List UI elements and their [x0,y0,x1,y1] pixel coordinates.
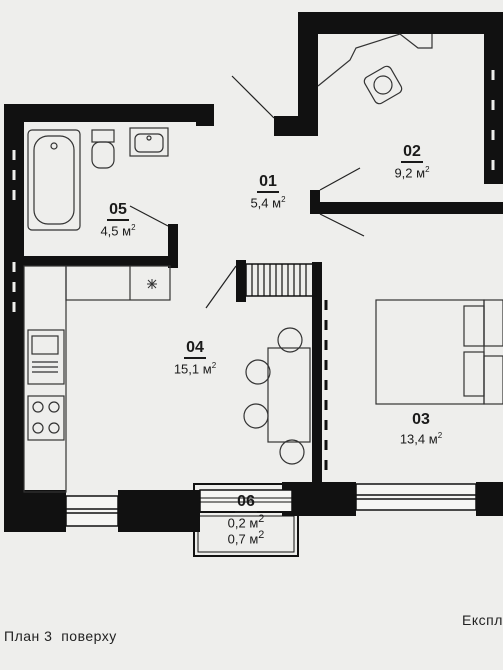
room-area: 9,2 м2 [394,165,430,181]
top-wall-room-02 [298,12,503,34]
room-area: 4,5 м2 [100,223,136,239]
nightstand [483,299,503,347]
room-number: 05 [107,202,129,221]
bathroom-right-wall [168,224,178,268]
chair [243,403,269,429]
door-02 [319,167,361,191]
walls [4,12,503,532]
explication-caption: Експл [462,612,503,628]
chair [279,439,305,465]
left-outer-wall [4,104,24,532]
top-wall-left [4,104,214,122]
sink [129,127,169,157]
room-area: 5,4 м2 [250,195,286,211]
ventilation-shaft [245,263,317,297]
bottom-wall-far-right [476,482,503,516]
wall-04-03 [312,262,322,482]
ventilation-icon [147,279,157,289]
kitchen-sink [27,329,65,385]
room-area: 15,1 м2 [173,361,217,377]
entrance-door [231,75,275,119]
door-stub-01-02 [310,190,320,214]
bottom-wall-right [282,482,356,516]
floor-plan-caption: План 3 поверху [4,628,117,644]
bathroom-door [129,205,169,227]
room-02-label: 02 9,2 м2 [380,144,444,181]
door-03 [319,213,365,237]
room-number: 06 [235,494,257,513]
armchair [317,33,433,105]
room-06-label: 06 0,2 м2 0,7 м2 [208,494,284,546]
kitchen-counter [23,265,67,493]
nightstand [483,355,503,405]
chair [245,359,271,385]
bathtub [27,129,81,231]
room-01-label: 01 5,4 м2 [236,174,300,211]
bed [375,299,503,405]
bottom-wall-mid [118,490,200,532]
bathroom-bottom-wall [24,256,178,266]
stove [27,395,65,441]
room-number: 04 [184,340,206,359]
top-wall-corner [196,104,214,126]
dining-set [243,327,311,465]
balcony-area-1: 0,2 м2 [227,513,265,531]
room-number: 03 [412,411,430,428]
partition-near-shaft [236,260,246,302]
door-swings [205,75,365,309]
entrance-jamb [274,116,318,136]
room-03-label: 03 13,4 м2 [384,411,458,447]
room-04-label: 04 15,1 м2 [160,340,230,377]
bathroom-fixtures [27,127,169,231]
room-number: 02 [401,144,423,163]
dining-table [267,347,311,443]
kitchen-fixtures [23,265,171,493]
windows [65,483,477,527]
chair [277,327,303,353]
bathtub-basin [33,135,75,225]
window-kitchen [65,495,119,527]
balcony-area-2: 0,7 м2 [227,529,265,547]
left-wall-room-02 [298,12,318,136]
toilet-bowl [91,141,115,169]
room-05-label: 05 4,5 м2 [86,202,150,239]
bottom-wall-left [4,490,66,532]
wall-02-03 [320,202,503,214]
door-04 [205,265,237,309]
kitchen-counter-top [65,265,171,301]
window-room-03 [355,483,477,511]
room-number: 01 [257,174,279,193]
room-area: 13,4 м2 [399,431,443,447]
